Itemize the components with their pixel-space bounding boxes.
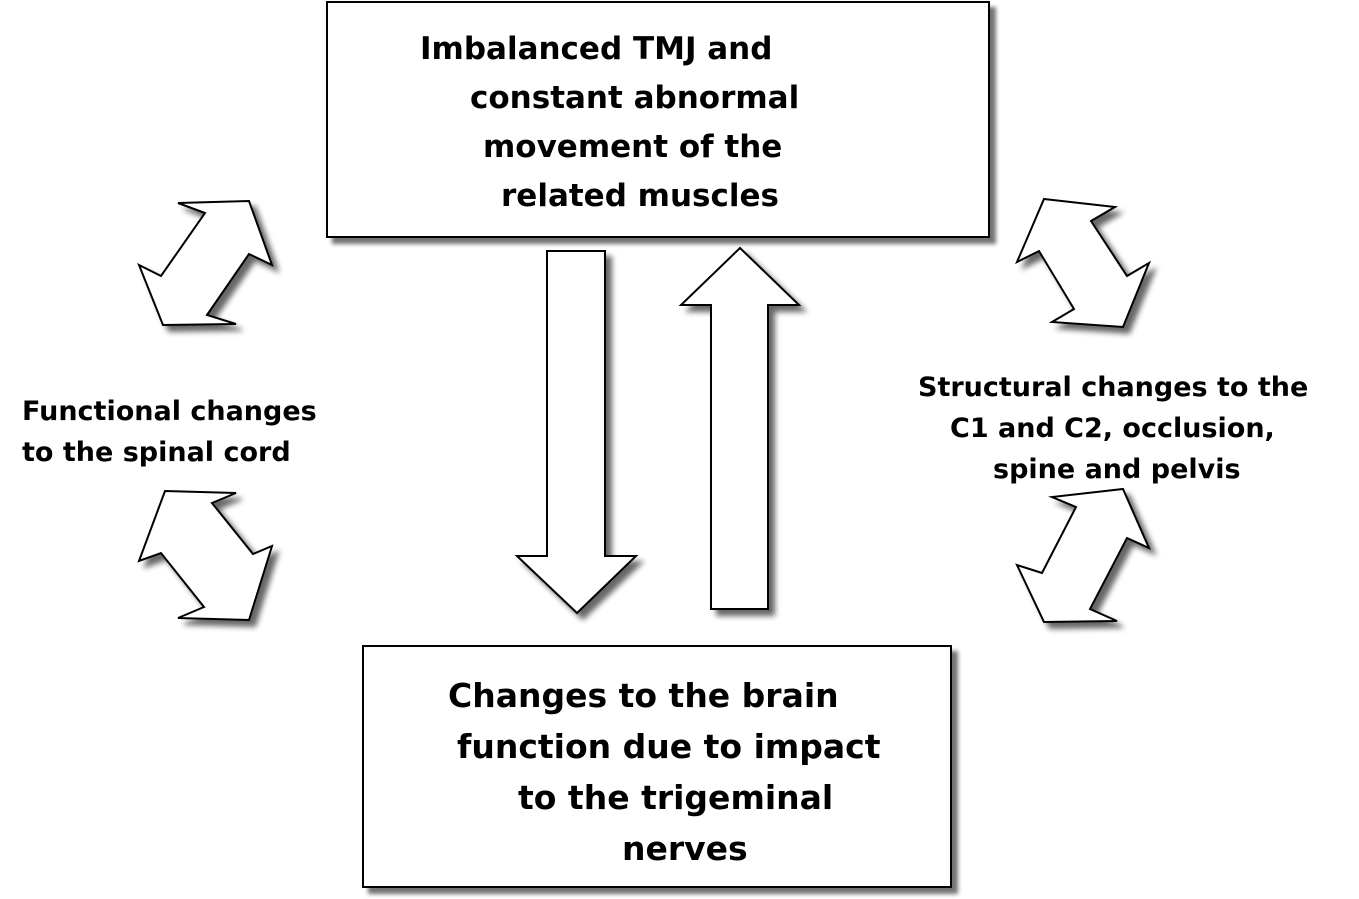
left-label-line: Functional changes <box>22 396 317 427</box>
arrow-up-icon <box>678 246 802 610</box>
left-label-line: to the spinal cord <box>22 437 291 468</box>
top-box-line: Imbalanced TMJ and <box>420 31 773 67</box>
top-box-line: movement of the <box>483 129 783 165</box>
right-label: Structural changes to the C1 and C2, occ… <box>918 367 1308 490</box>
bottom-box <box>362 645 952 888</box>
left-label: Functional changes to the spinal cord <box>22 391 317 473</box>
bottom-box-line: to the trigeminal <box>518 778 834 817</box>
right-label-line: C1 and C2, occlusion, <box>950 413 1275 444</box>
double-arrow-icon <box>1015 487 1151 624</box>
arrow-down-icon <box>514 250 639 615</box>
right-label-line: Structural changes to the <box>918 372 1309 403</box>
bottom-box-line: function due to impact <box>457 727 881 766</box>
top-box-text: Imbalanced TMJ and constant abnormal mov… <box>400 25 920 221</box>
double-arrow-icon <box>1015 197 1152 329</box>
double-arrow-icon <box>137 489 274 622</box>
right-label-line: spine and pelvis <box>993 454 1241 485</box>
bottom-box-line: nerves <box>622 829 748 868</box>
top-box-line: constant abnormal <box>470 80 800 116</box>
bottom-box-line: Changes to the brain <box>448 676 839 715</box>
top-box-line: related muscles <box>501 178 779 214</box>
double-arrow-icon <box>137 199 274 327</box>
top-box <box>326 1 990 238</box>
bottom-box-text: Changes to the brain function due to imp… <box>430 670 950 874</box>
